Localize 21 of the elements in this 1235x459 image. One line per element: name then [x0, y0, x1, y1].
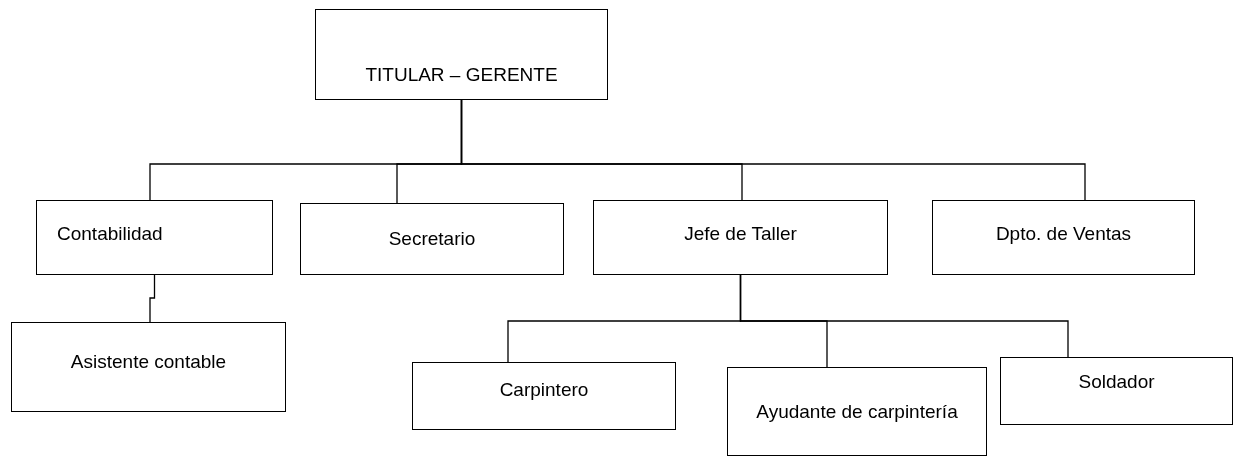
- box-label: TITULAR – GERENTE: [365, 63, 558, 87]
- connector-line: [149, 274, 156, 323]
- org-box: [315, 9, 608, 100]
- box-label: Secretario: [388, 227, 476, 251]
- org-box: [11, 322, 286, 412]
- box-label: Carpintero: [499, 378, 589, 402]
- org-box: [593, 200, 888, 275]
- box-label: Contabilidad: [57, 221, 163, 246]
- org-box: [412, 362, 676, 430]
- org-box: [1000, 357, 1233, 425]
- box-label: Asistente contable: [70, 350, 227, 374]
- org-box: [300, 203, 564, 275]
- box-label: Soldador: [1078, 370, 1155, 394]
- box-label: Ayudante de carpintería: [756, 399, 958, 424]
- connector-line: [739, 274, 1069, 358]
- box-label: Jefe de Taller: [684, 221, 797, 246]
- connector-line: [460, 99, 1086, 201]
- org-box: [727, 367, 987, 456]
- org-box: [932, 200, 1195, 275]
- box-label: Dpto. de Ventas: [995, 221, 1132, 246]
- org-box: [36, 200, 273, 275]
